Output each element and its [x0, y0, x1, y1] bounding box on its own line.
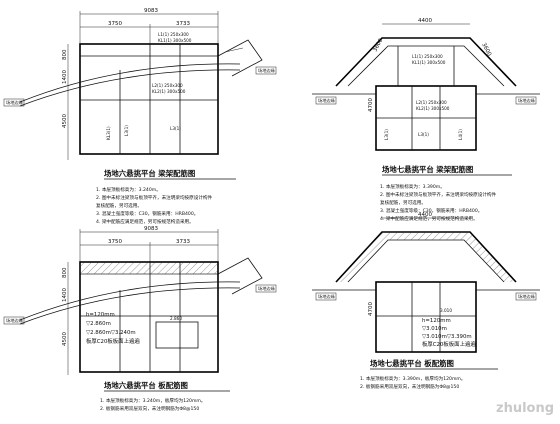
panel-site6-slab-plan: 9083 3750 3733 800 1400 4500 场地边缘 场地边缘 h…: [3, 226, 277, 412]
dim-v1-text: 800: [62, 49, 68, 60]
dim-v1-text: 4700: [368, 302, 374, 316]
ramp-edge: [19, 63, 241, 103]
note-line: 1. 本层顶板标高为：3.390m，板厚均为120mm。: [360, 375, 466, 382]
note-line: 3. 混凝土强度等级：C30，钢筋采用：HRB400。: [96, 210, 198, 217]
hatched-slab-strip: [79, 261, 219, 275]
dim-v2-text: 1400: [62, 288, 68, 302]
dim-right-text: 3733: [176, 239, 190, 245]
site-edge-label: 场地边缘: [6, 99, 24, 106]
beam-label: L2(1) 250x300: [152, 83, 183, 88]
panel-title: 场地六悬挑平台 梁架配筋图: [104, 169, 195, 178]
note-line: 3. 混凝土强度等级：C30，钢筋采用：HRB400。: [380, 207, 482, 214]
site-edge-box: [515, 96, 537, 105]
panel-site7-slab-plan: 4400 4700 场地边缘 场地边缘 3.010 h=120mm ▽3.010…: [312, 212, 540, 390]
dim-left-text: 3750: [108, 239, 122, 245]
beam-frame-outline: [79, 43, 219, 155]
beam-label: L3(1): [418, 132, 429, 137]
dim-right-text: 3733: [176, 21, 190, 27]
beam-label: KL1(1) 300x500: [412, 60, 446, 65]
ramp-edge: [19, 287, 241, 325]
ramp-tick: [224, 47, 244, 53]
opening-elevation: 2.860: [170, 316, 182, 321]
opening-box: [155, 321, 199, 349]
dim-v3-text: 4500: [62, 332, 68, 346]
beam-label: L1(1) 250x300: [158, 32, 189, 37]
site-edge-label: 场地边缘: [518, 293, 536, 300]
note-line: 2. 图中未标注梁顶与板顶平齐，未注明梁均按原设计构件: [380, 191, 497, 198]
site-edge-label: 场地边缘: [258, 67, 276, 74]
site-edge-box: [515, 292, 537, 301]
beam-label: L2(1) 250x300: [416, 100, 447, 105]
ramp-edge: [19, 69, 241, 107]
site-edge-label: 场地边缘: [518, 97, 536, 104]
beam-label: L1(1) 250x300: [412, 54, 443, 59]
dim-v2-text: 1400: [62, 70, 68, 84]
opening-elevation: 3.010: [440, 308, 452, 313]
dim-total-text: 4400: [418, 212, 432, 218]
site-edge-label: 场地边缘: [258, 285, 276, 292]
note-line: 2. 图中未标注梁顶与板顶平齐，未注明梁均按原设计构件: [96, 194, 213, 201]
note-line: 2. 板钢筋采用双层双向，未注明钢筋为Φ8@150: [360, 383, 459, 390]
note-line: 复核配筋，另可选用。: [380, 199, 426, 206]
slab-concrete-note: 板厚C20板板面上遍遍: [86, 337, 140, 345]
panel-title: 场地七悬挑平台 梁架配筋图: [382, 165, 473, 174]
angled-slab-edge: [217, 39, 263, 77]
slab-frame-outline: [375, 281, 477, 353]
site-edge-box: [3, 316, 25, 325]
platform-outline: [335, 37, 517, 87]
panel-site7-beam-plan: 4400 3600 3600 4700 场地边缘 场地边缘 L1(1) 250x…: [312, 18, 540, 222]
site-edge-box: [315, 96, 337, 105]
panel-site6-beam-plan: 9083 3750 3733 800 1400 4500 场地边缘 场地边缘 L…: [3, 8, 277, 225]
beam-label: KL3(1): [106, 126, 111, 140]
note-line: 1. 本层顶板标高为：3.390m。: [380, 183, 445, 190]
note-line: 复核配筋，另可选用。: [96, 202, 142, 209]
note-line: 1. 本层顶板标高为：3.240m，板厚均为120mm。: [100, 397, 206, 404]
site-edge-box: [315, 292, 337, 301]
slab-elevation-b: ▽2.860m▽3.240m: [86, 330, 136, 336]
dim-v1-text: 800: [62, 267, 68, 278]
slab-elevation-b: ▽3.010m▽3.390m: [422, 334, 472, 340]
note-line: 2. 板钢筋采用双层双向，未注明钢筋为Φ8@150: [100, 405, 199, 412]
note-line: 1. 本层顶板标高为：3.240m。: [96, 186, 161, 193]
slab-thickness: h=120mm: [422, 318, 451, 324]
beam-label: L4(1): [458, 129, 463, 140]
site-edge-box: [3, 98, 25, 107]
site-edge-label: 场地边缘: [318, 97, 336, 104]
beam-label: L3(1): [124, 125, 129, 136]
angled-slab-edge: [217, 257, 263, 295]
dim-total-text: 9083: [144, 8, 158, 14]
dim-v1-text: 4700: [368, 98, 374, 112]
beam-label: KL1(1) 300x500: [158, 38, 192, 43]
panel-title: 场地六悬挑平台 板配筋图: [104, 381, 188, 390]
site-edge-label: 场地边缘: [6, 317, 24, 324]
watermark: zhulong: [496, 401, 554, 416]
beam-label: KL2(1) 300x500: [416, 106, 450, 111]
note-line: 4. 梁中配筋应满足规范，另可按规范构造采用。: [380, 215, 478, 222]
ramp-edge: [19, 281, 241, 321]
beam-label: KL2(1) 300x500: [152, 89, 186, 94]
site-edge-box: [255, 66, 277, 75]
hatched-cantilever: [336, 232, 516, 282]
slab-elevation-a: ▽2.860m: [86, 321, 111, 327]
slab-concrete-note: 板厚C20板板面上遍遍: [422, 340, 476, 348]
note-line: 4. 梁中配筋应满足规范，另可按规范构造采用。: [96, 218, 194, 225]
dim-total-text: 4400: [418, 18, 432, 24]
slab-thickness: h=120mm: [86, 312, 115, 318]
slab-elevation-a: ▽3.010m: [422, 326, 447, 332]
beam-label: L3(1): [384, 129, 389, 140]
site-edge-label: 场地边缘: [318, 293, 336, 300]
dim-total-text: 9083: [144, 226, 158, 232]
panel-title: 场地七悬挑平台 板配筋图: [370, 359, 454, 368]
beam-label: L3(1): [170, 126, 181, 131]
dim-left-text: 3750: [108, 21, 122, 27]
site-edge-box: [255, 284, 277, 293]
dim-v3-text: 4500: [62, 114, 68, 128]
platform-inner-edge: [347, 45, 505, 87]
